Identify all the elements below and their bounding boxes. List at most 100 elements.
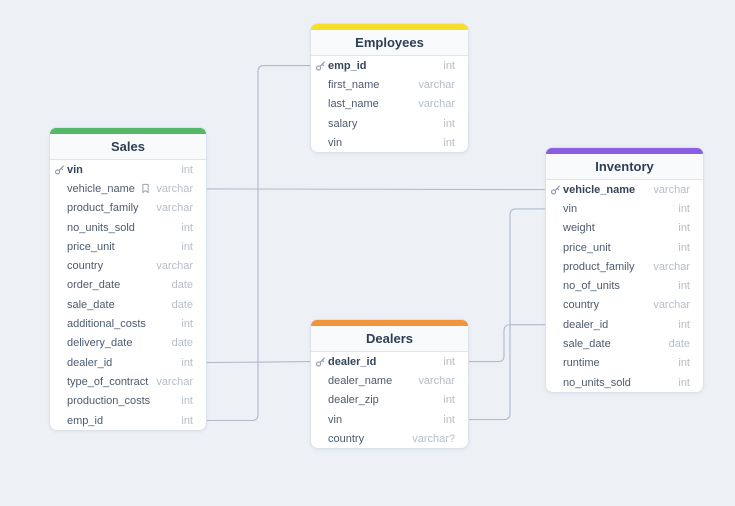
field-row[interactable]: vehicle_name varchar (50, 179, 206, 198)
field-row[interactable]: runtime int (546, 354, 703, 373)
field-name: weight (563, 222, 595, 235)
relation-line (205, 65, 312, 422)
field-row[interactable]: price_unit int (50, 237, 206, 256)
field-type: varchar (156, 202, 193, 215)
table-body: vin int vehicle_name varchar product_fam… (50, 160, 206, 430)
field-row[interactable]: dealer_id int (311, 352, 468, 371)
field-name: salary (328, 117, 358, 130)
field-type: varchar (156, 182, 193, 195)
field-type: varchar? (412, 432, 455, 445)
field-type: varchar (156, 375, 193, 388)
field-type: int (678, 222, 690, 235)
field-row[interactable]: vehicle_name varchar (546, 180, 703, 199)
field-name: vehicle_name (67, 182, 135, 195)
field-type: int (678, 357, 690, 370)
relation-line (205, 361, 312, 364)
field-row[interactable]: vin int (50, 160, 206, 179)
field-row[interactable]: production_costs int (50, 392, 206, 411)
field-type: int (678, 241, 690, 254)
field-name: no_of_units (563, 280, 620, 293)
table-accent-bar (546, 148, 703, 154)
field-name: vin (328, 413, 343, 426)
field-row[interactable]: price_unit int (546, 238, 703, 257)
field-row[interactable]: emp_id int (311, 56, 468, 75)
field-name: last_name (328, 98, 379, 111)
field-type: int (678, 318, 690, 331)
field-name: no_units_sold (563, 376, 631, 389)
field-row[interactable]: country varchar (50, 256, 206, 275)
field-row[interactable]: dealer_id int (546, 315, 703, 334)
table-body: dealer_id int dealer_name varchar dealer… (311, 352, 468, 448)
field-type: int (678, 376, 690, 389)
field-name: country (67, 260, 104, 273)
field-row[interactable]: type_of_contract varchar (50, 372, 206, 391)
field-row[interactable]: first_name varchar (311, 75, 468, 94)
field-row[interactable]: vin int (311, 133, 468, 152)
relation-line (467, 208, 547, 421)
field-type: int (443, 117, 455, 130)
field-type: varchar (653, 299, 690, 312)
field-type: int (181, 221, 193, 234)
field-row[interactable]: product_family varchar (50, 199, 206, 218)
table-title: Employees (311, 30, 468, 56)
field-row[interactable]: dealer_zip int (311, 391, 468, 410)
field-row[interactable]: last_name varchar (311, 95, 468, 114)
field-name: sale_date (563, 338, 611, 351)
field-row[interactable]: delivery_date date (50, 334, 206, 353)
bookmark-icon (141, 183, 150, 194)
field-row[interactable]: dealer_id int (50, 353, 206, 372)
field-type: varchar (653, 260, 690, 273)
table-accent-bar (311, 320, 468, 326)
field-name: price_unit (67, 240, 115, 253)
field-row[interactable]: order_date date (50, 276, 206, 295)
field-name: dealer_id (67, 356, 113, 369)
table-panel-sales[interactable]: Sales vin int vehicle_name varchar (50, 128, 206, 431)
field-name: dealer_name (328, 374, 393, 387)
field-row[interactable]: no_units_sold int (546, 373, 703, 392)
field-row[interactable]: country varchar? (311, 429, 468, 448)
field-name: product_family (67, 202, 139, 215)
field-type: int (678, 202, 690, 215)
field-name: vin (563, 202, 578, 215)
field-row[interactable]: no_of_units int (546, 276, 703, 295)
field-row[interactable]: weight int (546, 219, 703, 238)
field-row[interactable]: vin int (311, 410, 468, 429)
field-name: sale_date (67, 298, 115, 311)
primary-key-icon (315, 60, 326, 71)
table-panel-dealers[interactable]: Dealers dealer_id int dealer_name varcha… (311, 320, 468, 449)
field-row[interactable]: additional_costs int (50, 314, 206, 333)
relation-line (467, 324, 547, 363)
field-name: emp_id (328, 59, 367, 72)
field-name: vin (67, 163, 83, 176)
field-row[interactable]: no_units_sold int (50, 218, 206, 237)
table-body: emp_id int first_name varchar last_name … (311, 56, 468, 152)
field-row[interactable]: sale_date date (50, 295, 206, 314)
field-row[interactable]: product_family varchar (546, 257, 703, 276)
field-row[interactable]: salary int (311, 114, 468, 133)
field-type: varchar (418, 374, 455, 387)
field-name: runtime (563, 357, 600, 370)
field-row[interactable]: country varchar (546, 296, 703, 315)
field-type: int (181, 414, 193, 427)
field-name: no_units_sold (67, 221, 135, 234)
field-type: int (443, 136, 455, 149)
primary-key-icon (550, 184, 561, 195)
field-name: vehicle_name (563, 183, 636, 196)
table-panel-inventory[interactable]: Inventory vehicle_name varchar vin int w… (546, 148, 703, 393)
field-row[interactable]: vin int (546, 199, 703, 218)
table-panel-employees[interactable]: Employees emp_id int first_name varchar … (311, 24, 468, 153)
table-title: Inventory (546, 154, 703, 180)
field-name: production_costs (67, 395, 151, 408)
field-type: int (181, 318, 193, 331)
field-row[interactable]: sale_date date (546, 334, 703, 353)
table-accent-bar (311, 24, 468, 30)
field-type: varchar (418, 98, 455, 111)
field-type: varchar (418, 78, 455, 91)
field-name: emp_id (67, 414, 104, 427)
table-accent-bar (50, 128, 206, 134)
primary-key-icon (54, 164, 65, 175)
field-type: int (443, 413, 455, 426)
table-title: Dealers (311, 326, 468, 352)
field-row[interactable]: dealer_name varchar (311, 371, 468, 390)
field-row[interactable]: emp_id int (50, 411, 206, 430)
